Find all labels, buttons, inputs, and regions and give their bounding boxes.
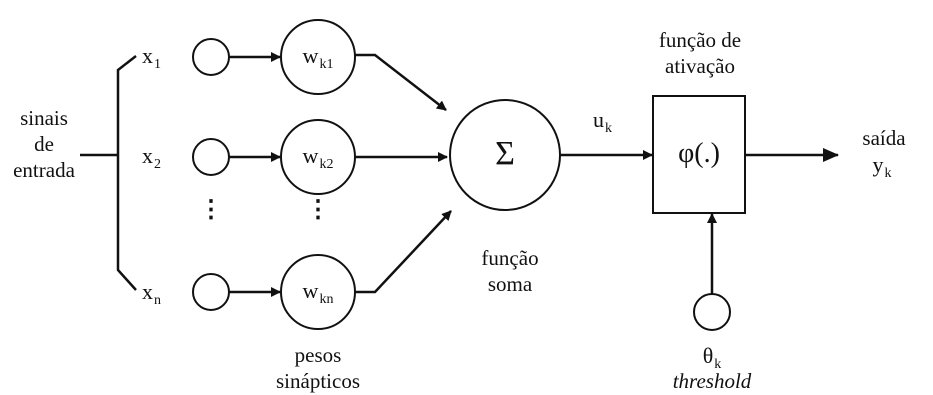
input-bracket [116,55,137,291]
activation-label-line2: ativação [665,54,735,78]
input-node-1 [192,38,230,76]
threshold-label: threshold [672,369,752,393]
sum-label-line2: soma [487,272,533,296]
weights-label-line1: pesos [294,343,342,367]
input-label-line3: entrada [13,158,75,182]
activation-symbol: φ(.) [678,138,720,169]
weight-var-2: wk2 [302,143,334,172]
arrow-wk1-sum [355,53,447,111]
input-var-n: xn [142,279,161,308]
weight-var-1: wk1 [302,43,334,72]
threshold-node [693,293,731,331]
sum-label-line1: função [481,246,539,270]
weights-label-line2: sinápticos [276,369,360,393]
input-node-2 [192,138,230,176]
arrow-wkn-sum [355,210,452,294]
input-var-2: x2 [142,143,161,172]
input-ellipsis: ⋮ [199,197,223,223]
input-node-n [192,273,230,311]
input-label-line2: de [34,132,54,156]
sum-symbol: Σ [495,135,515,172]
weight-var-n: wkn [302,278,334,307]
weight-node-1 [280,19,356,95]
threshold-var: θk [702,343,722,372]
output-var: yk [872,152,892,181]
input-label-line1: sinais [20,106,68,130]
u-var: uk [593,107,612,136]
activation-label-line1: função de [658,28,742,52]
input-var-1: x1 [142,43,161,72]
output-label: saída [862,126,906,150]
weight-ellipsis: ⋮ [306,197,330,223]
